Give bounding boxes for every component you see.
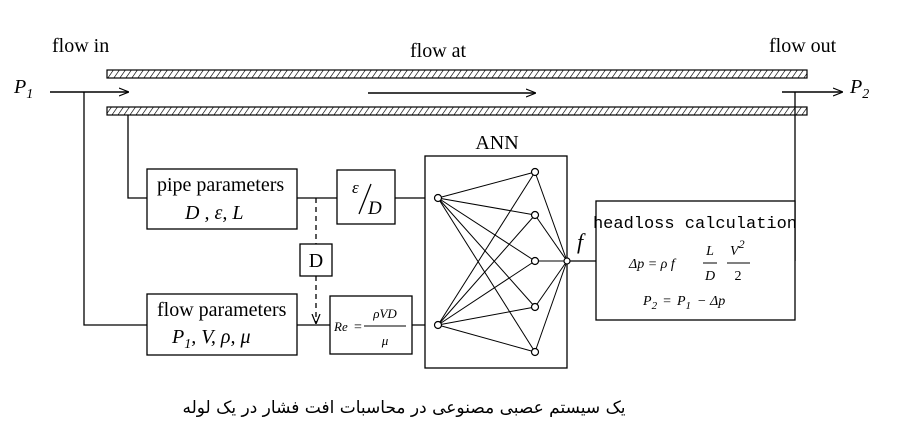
pipe-parameters-box: pipe parameters D , ε, L <box>146 168 298 230</box>
ann-box: ANN <box>424 132 571 369</box>
flow-out-label: flow out <box>769 35 837 57</box>
hidden-node-1 <box>530 167 540 177</box>
reynolds-eq: = <box>354 320 362 335</box>
ann-nodes <box>433 167 571 357</box>
d-box: D <box>299 243 333 277</box>
headloss-eq1-f1-num: L <box>705 244 714 259</box>
output-node <box>563 257 571 265</box>
flow-in-label: flow in <box>52 35 109 57</box>
flow-parameters-vars: P1, V, ρ, μ <box>171 326 251 352</box>
flow-parameters-box: flow parameters P1, V, ρ, μ <box>146 293 298 356</box>
friction-factor-label: f <box>577 229 586 254</box>
reynolds-box: Re = ρVD μ <box>329 295 413 355</box>
pipe-parameters-title: pipe parameters <box>157 174 284 196</box>
p1-label: P1 <box>13 76 33 102</box>
reynolds-denominator: μ <box>381 333 389 348</box>
ratio-numerator: ε <box>352 178 359 197</box>
headloss-eq1-f2-num: V2 <box>730 237 745 259</box>
pipe-bottom-wall <box>106 106 808 116</box>
ratio-denominator: D <box>367 198 382 219</box>
pipe-top-wall <box>106 69 808 79</box>
hidden-node-5 <box>530 347 540 357</box>
headloss-box: headloss calculation Δp = ρ f L D V2 2 P… <box>593 200 797 321</box>
hidden-node-3 <box>530 256 540 266</box>
hidden-node-4 <box>530 302 540 312</box>
d-box-label: D <box>309 250 323 272</box>
input-node-1 <box>433 193 443 203</box>
connector-pipe-to-pipe-params <box>127 115 147 199</box>
headloss-eq1-f2-den: 2 <box>735 269 742 284</box>
ratio-slash <box>358 183 372 215</box>
connector-inlet-to-flow-params <box>83 92 147 326</box>
hidden-node-2 <box>530 210 540 220</box>
ann-label: ANN <box>475 132 518 154</box>
flow-at-label: flow at <box>410 40 467 62</box>
headloss-eq2: P2=P1− Δp <box>642 294 725 312</box>
headloss-eq1-f1-den: D <box>704 269 715 284</box>
reynolds-numerator: ρVD <box>372 306 397 321</box>
ann-connections <box>437 171 568 353</box>
p2-label: P2 <box>849 76 869 102</box>
headloss-eq1-lhs: Δp = ρ f <box>628 257 677 272</box>
roughness-ratio-box: ε D <box>336 169 396 225</box>
input-node-2 <box>433 320 443 330</box>
headloss-title: headloss calculation <box>593 215 797 234</box>
flow-parameters-title: flow parameters <box>157 299 287 321</box>
diagram-caption: یک سیستم عصبی مصنوعی در محاسبات افت فشار… <box>182 398 625 418</box>
pipe-parameters-vars: D , ε, L <box>184 202 243 224</box>
reynolds-lhs: Re <box>333 319 348 334</box>
